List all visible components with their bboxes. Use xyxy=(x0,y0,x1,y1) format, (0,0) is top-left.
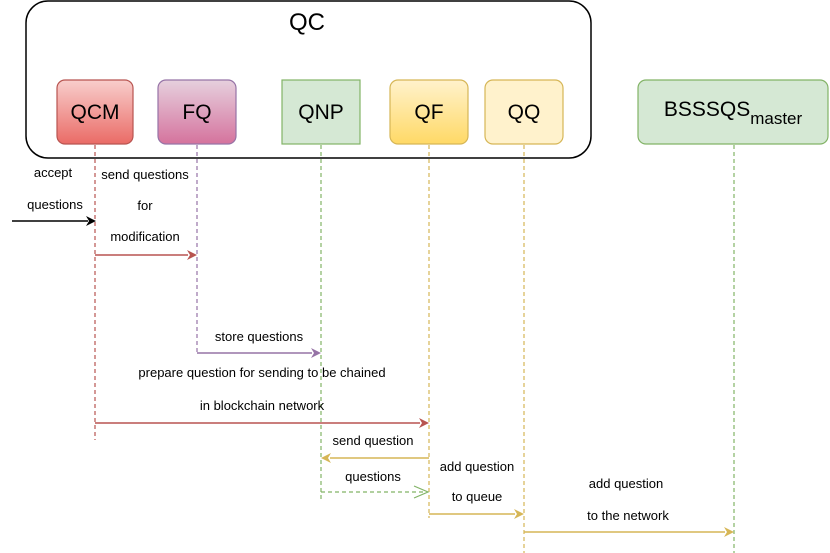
svg-text:questions: questions xyxy=(345,469,401,484)
svg-text:store questions: store questions xyxy=(215,329,304,344)
participant-qf: QF xyxy=(389,79,469,145)
svg-text:accept: accept xyxy=(34,165,73,180)
message-send-question: send question xyxy=(321,433,429,463)
participant-qcm: QCM xyxy=(56,79,134,145)
message-prepare-question: prepare question for sending to be chain… xyxy=(95,365,429,428)
svg-text:QNP: QNP xyxy=(298,101,344,124)
qc-group-title: QC xyxy=(289,9,325,36)
qc-group-box xyxy=(25,0,592,159)
svg-text:questions: questions xyxy=(27,197,83,212)
svg-text:QCM: QCM xyxy=(71,101,120,124)
message-store-questions: store questions xyxy=(197,329,321,358)
svg-text:in blockchain network: in blockchain network xyxy=(200,398,325,413)
svg-text:add question: add question xyxy=(589,476,663,491)
svg-text:QQ: QQ xyxy=(508,101,541,124)
message-send-for-modification: send questions for modification xyxy=(95,167,197,260)
message-accept-questions: accept questions xyxy=(12,165,96,226)
svg-text:for: for xyxy=(137,198,153,213)
svg-text:FQ: FQ xyxy=(182,101,211,124)
svg-text:BSSSQSmaster: BSSSQSmaster xyxy=(664,98,803,128)
message-add-to-network: add question to the network xyxy=(524,476,734,537)
participant-bsssqs: BSSSQSmaster xyxy=(637,79,829,145)
participant-bsssqs-subscript: master xyxy=(750,109,802,128)
svg-text:add question: add question xyxy=(440,459,514,474)
svg-text:to queue: to queue xyxy=(452,489,503,504)
svg-text:to the network: to the network xyxy=(587,508,669,523)
participant-qnp: QNP xyxy=(281,79,361,145)
svg-text:prepare question for sending t: prepare question for sending to be chain… xyxy=(138,365,385,380)
message-questions-return: questions xyxy=(321,469,430,499)
message-add-to-queue: add question to queue xyxy=(429,459,524,519)
participant-fq: FQ xyxy=(157,79,237,145)
svg-text:send question: send question xyxy=(333,433,414,448)
svg-text:send questions: send questions xyxy=(101,167,189,182)
svg-text:modification: modification xyxy=(110,229,179,244)
svg-text:QF: QF xyxy=(414,101,443,124)
participant-qq: QQ xyxy=(484,79,564,145)
participant-bsssqs-label: BSSSQS xyxy=(664,98,750,121)
